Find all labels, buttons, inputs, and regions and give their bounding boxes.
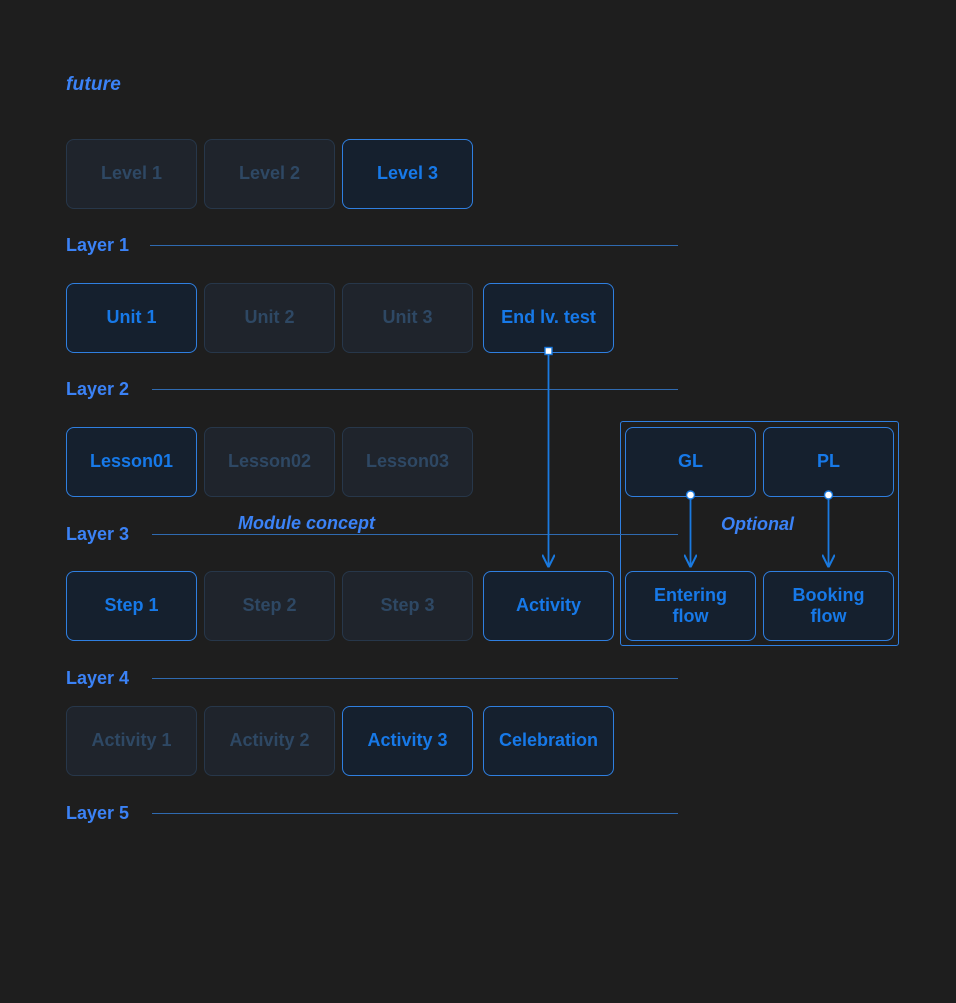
optional-group-box (620, 421, 899, 646)
layer-label-1: Layer 1 (66, 235, 130, 255)
node-level-2[interactable]: Level 2 (204, 139, 335, 209)
node-level-3[interactable]: Level 3 (342, 139, 473, 209)
layer-line-5 (152, 813, 678, 814)
node-entering-flow[interactable]: Entering flow (625, 571, 756, 641)
layer-line-1 (150, 245, 678, 246)
node-unit-1[interactable]: Unit 1 (66, 283, 197, 353)
node-activity-2[interactable]: Activity 2 (204, 706, 335, 776)
node-celebration[interactable]: Celebration (483, 706, 614, 776)
layer-label-5: Layer 5 (66, 803, 130, 823)
annotation-optional: Optional (721, 514, 794, 534)
node-unit-3[interactable]: Unit 3 (342, 283, 473, 353)
annotation-module-concept: Module concept (238, 513, 376, 533)
node-end-level-test[interactable]: End lv. test (483, 283, 614, 353)
page-title: future (66, 74, 122, 95)
layer-line-3 (152, 534, 678, 535)
node-step-3[interactable]: Step 3 (342, 571, 473, 641)
node-activity[interactable]: Activity (483, 571, 614, 641)
layer-label-2: Layer 2 (66, 379, 130, 399)
node-level-1[interactable]: Level 1 (66, 139, 197, 209)
node-step-1[interactable]: Step 1 (66, 571, 197, 641)
node-activity-3[interactable]: Activity 3 (342, 706, 473, 776)
node-unit-2[interactable]: Unit 2 (204, 283, 335, 353)
node-booking-flow[interactable]: Booking flow (763, 571, 894, 641)
layer-line-2 (152, 389, 678, 390)
node-step-2[interactable]: Step 2 (204, 571, 335, 641)
layer-label-4: Layer 4 (66, 668, 130, 688)
layer-line-4 (152, 678, 678, 679)
node-gl[interactable]: GL (625, 427, 756, 497)
node-pl[interactable]: PL (763, 427, 894, 497)
node-lesson-03[interactable]: Lesson03 (342, 427, 473, 497)
node-activity-1[interactable]: Activity 1 (66, 706, 197, 776)
node-lesson-02[interactable]: Lesson02 (204, 427, 335, 497)
layer-label-3: Layer 3 (66, 524, 130, 544)
node-lesson-01[interactable]: Lesson01 (66, 427, 197, 497)
